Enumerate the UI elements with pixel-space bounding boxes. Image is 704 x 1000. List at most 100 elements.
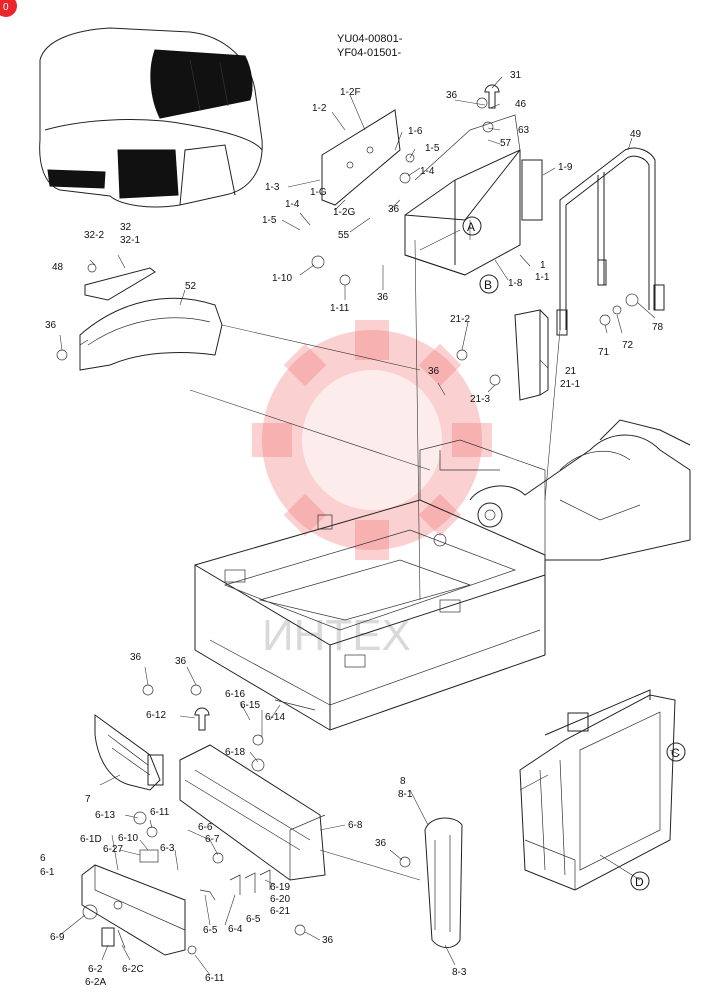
small-hardware [82,684,411,955]
svg-text:A: A [467,220,475,234]
part-label: 7 [85,794,91,805]
part-label: 1-2 [312,103,327,114]
part-label: 1-5 [425,143,440,154]
part-label: 6-5 [246,914,261,925]
part-label: 6-11 [150,807,170,818]
part-label: 36 [388,204,400,215]
part-label: 36 [175,656,187,667]
part-label: 6-2C [122,964,144,975]
part-label: 1-10 [272,273,292,284]
callout-b: B [479,274,499,294]
callout-c: C [666,742,686,762]
part-label: 6-15 [240,700,260,711]
part-label: 6-7 [205,834,220,845]
part-label: 6-2A [85,977,106,988]
part-label: 6-21 [270,906,290,917]
cover-52 [56,297,223,371]
part-label: 32 [120,222,132,233]
part-label: 6-4 [228,924,243,935]
part-label: 6-13 [95,810,115,821]
part-label: 21 [565,366,577,377]
part-label: 36 [375,838,387,849]
header-code-1: YU04-00801- [337,33,403,45]
part-label: 31 [510,70,522,81]
part-label: 52 [185,281,197,292]
part-label: 1-6 [408,126,423,137]
part-label: 6-9 [50,932,65,943]
leader-lines [59,76,681,976]
bracket-32 [84,263,156,301]
part-label: 36 [428,366,440,377]
watermark-logo: ИНТЕХ [252,320,492,660]
part-label: 6-12 [146,710,166,721]
svg-text:C: C [671,746,680,760]
part-label: 1 [540,260,546,271]
part-label: 1-4 [420,166,435,177]
part-label: 1-G [310,187,327,198]
part-label: 6-1 [40,867,55,878]
part-label: 8-1 [398,789,413,800]
part-label: 6-27 [103,844,123,855]
part-label: 36 [446,90,458,101]
part-label: 72 [622,340,634,351]
bar-6-1 [81,864,186,956]
part-label: 32-1 [120,235,140,246]
part-label: 36 [377,292,389,303]
part-label: 48 [52,262,64,273]
corner-badge: 0 [0,0,17,17]
part-label: 6-1D [80,834,102,845]
mount-bracket-assembly [311,84,543,286]
radiator-unit [519,689,676,891]
part-label: 6-19 [270,882,290,893]
lower-cover-7 [94,714,164,791]
part-label: 36 [130,652,142,663]
part-label: 1-2G [333,207,355,218]
part-label: 6-5 [203,925,218,936]
part-label: 57 [500,138,512,149]
part-label: 6-2 [88,964,103,975]
part-label: 49 [630,129,642,140]
part-label: 6-18 [225,747,245,758]
part-labels: 31 36 46 63 57 1-2 1-2F 1-6 1-5 1-4 1-9 … [40,70,664,988]
part-label: 6-11 [205,973,225,984]
part-label: 1-3 [265,182,280,193]
callout-d: D [630,871,650,891]
part-label: 21-1 [560,379,580,390]
handrail-49 [556,147,665,336]
canopy-drawing [39,27,263,208]
part-label: 6-20 [270,894,290,905]
callout-a: A [462,216,482,236]
upper-frame [194,419,691,731]
part-label: 6-16 [225,689,245,700]
part-label: 1-5 [262,215,277,226]
part-label: 36 [45,320,57,331]
svg-text:D: D [635,875,644,889]
part-label: 8 [400,776,406,787]
part-label: 6-10 [118,833,138,844]
part-label: 32-2 [84,230,104,241]
part-label: 6-3 [160,843,175,854]
part-label: 71 [598,347,610,358]
part-label: 1-9 [558,162,573,173]
header-code-2: YF04-01501- [337,47,402,59]
channel-6-8 [179,744,326,881]
guard-8 [424,817,463,948]
part-label: 1-4 [285,199,300,210]
part-label: 36 [322,935,334,946]
part-label: 78 [652,322,664,333]
svg-text:B: B [484,278,492,292]
part-label: 1-8 [508,278,523,289]
part-label: 21-3 [470,394,490,405]
part-label: 6-6 [198,822,213,833]
part-label: 1-2F [340,87,361,98]
part-label: 6-14 [265,712,285,723]
part-label: 55 [338,230,350,241]
part-label: 46 [515,99,527,110]
part-label: 63 [518,125,530,136]
part-label: 6-8 [348,820,363,831]
part-label: 1-11 [330,303,350,314]
bracket-21 [456,309,549,401]
part-label: 8-3 [452,967,467,978]
part-label: 21-2 [450,314,470,325]
